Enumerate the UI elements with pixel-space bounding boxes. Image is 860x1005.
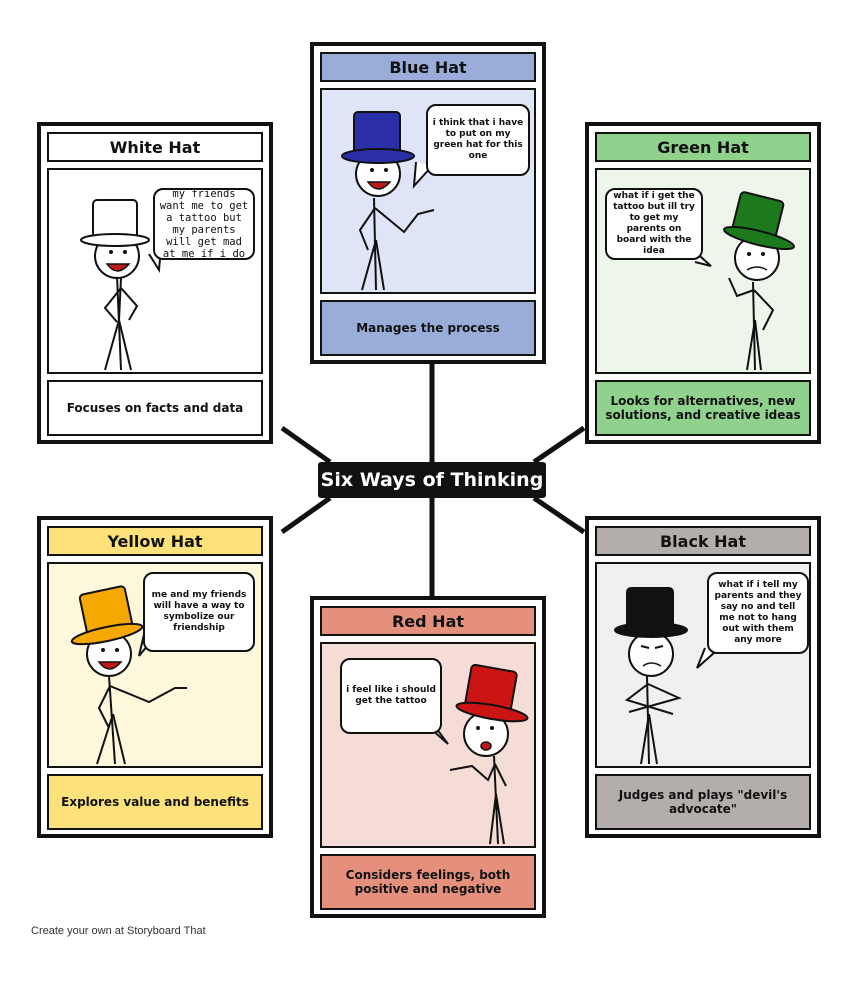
card-red-hat: Red Hat i feel like i should get the tat… xyxy=(310,596,546,918)
card-scene: what if i get the tattoo but ill try to … xyxy=(595,168,811,374)
card-scene: i think that i have to put on my green h… xyxy=(320,88,536,294)
card-title: Yellow Hat xyxy=(47,526,263,556)
card-scene: my friends want me to get a tattoo but m… xyxy=(47,168,263,374)
card-white-hat: White Hat my friends want me to get a ta… xyxy=(37,122,273,444)
stick-figure-yellow-hat xyxy=(70,585,187,765)
card-caption: Judges and plays "devil's advocate" xyxy=(595,774,811,830)
card-yellow-hat: Yellow Hat me and my friends will have a… xyxy=(37,516,273,838)
speech-bubble: me and my friends will have a way to sym… xyxy=(143,572,255,652)
stick-figure-white-hat xyxy=(80,199,162,371)
card-blue-hat: Blue Hat i think that i have to put on m… xyxy=(310,42,546,364)
stick-figure-red-hat xyxy=(429,663,529,845)
card-caption: Manages the process xyxy=(320,300,536,356)
speech-bubble: what if i get the tattoo but ill try to … xyxy=(605,188,703,260)
speech-bubble: i feel like i should get the tattoo xyxy=(340,658,442,734)
card-caption: Looks for alternatives, new solutions, a… xyxy=(595,380,811,436)
card-title: Green Hat xyxy=(595,132,811,162)
card-scene: what if i tell my parents and they say n… xyxy=(595,562,811,768)
speech-bubble: my friends want me to get a tattoo but m… xyxy=(153,188,255,260)
stick-figure-green-hat xyxy=(692,191,795,371)
card-title: Red Hat xyxy=(320,606,536,636)
card-caption: Considers feelings, both positive and ne… xyxy=(320,854,536,910)
card-title: Blue Hat xyxy=(320,52,536,82)
card-title: Black Hat xyxy=(595,526,811,556)
card-caption: Explores value and benefits xyxy=(47,774,263,830)
center-title: Six Ways of Thinking xyxy=(318,462,546,498)
stick-figure-black-hat xyxy=(614,587,716,765)
card-green-hat: Green Hat what if i get the tattoo but i… xyxy=(585,122,821,444)
speech-bubble: i think that i have to put on my green h… xyxy=(426,104,530,176)
footer-credit: Create your own at Storyboard That xyxy=(31,925,206,937)
stick-figure-blue-hat xyxy=(341,111,435,291)
card-scene: i feel like i should get the tattoo xyxy=(320,642,536,848)
card-caption: Focuses on facts and data xyxy=(47,380,263,436)
card-title: White Hat xyxy=(47,132,263,162)
speech-bubble: what if i tell my parents and they say n… xyxy=(707,572,809,654)
card-black-hat: Black Hat what if i tell my parents and … xyxy=(585,516,821,838)
card-scene: me and my friends will have a way to sym… xyxy=(47,562,263,768)
